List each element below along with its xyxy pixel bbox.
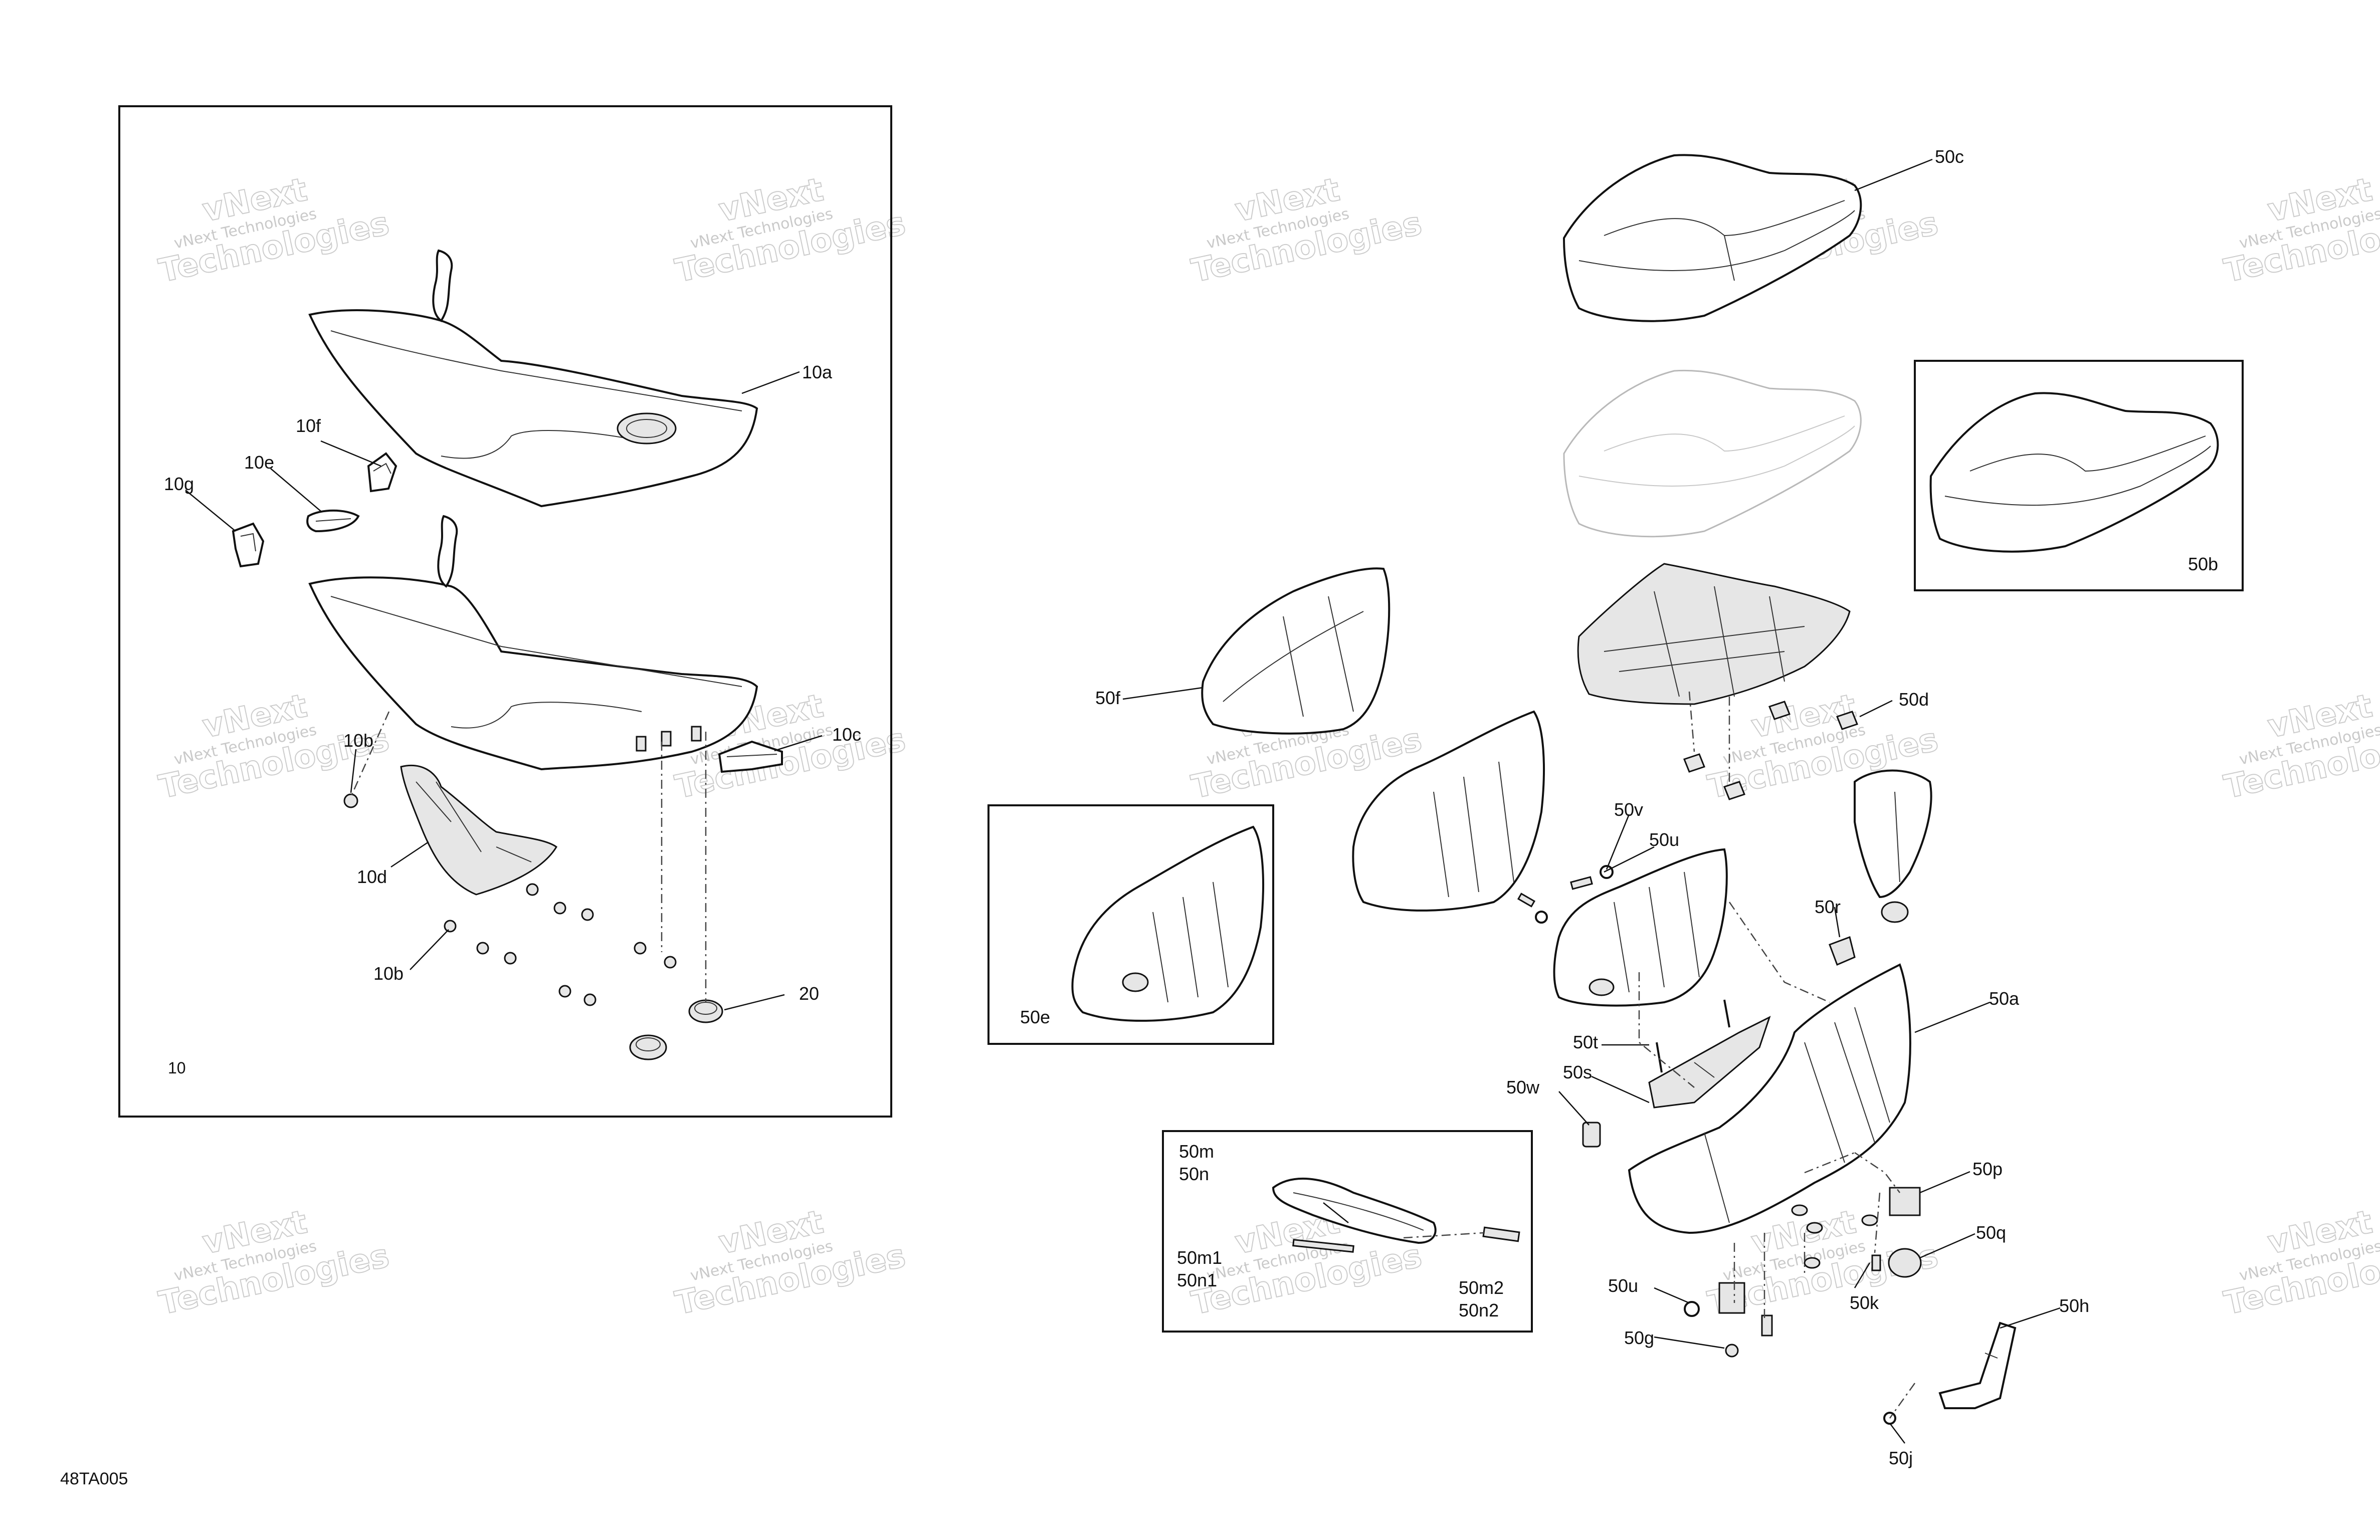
watermark: vNext vNext Technologies Technologies [672, 1203, 909, 1323]
screws-50t [1656, 999, 1730, 1073]
callout-50h: 50h [2059, 1295, 2089, 1316]
callout-10b-top: 10b [343, 730, 373, 751]
callout-50n2: 50n2 [1459, 1300, 1499, 1321]
plate-50s [1648, 1016, 1771, 1109]
lever-50h [1938, 1322, 2017, 1409]
grommets-10b [343, 793, 677, 1006]
callout-50m2: 50m2 [1459, 1277, 1504, 1298]
callout-10a: 10a [802, 362, 833, 382]
handle-50r [1854, 769, 1932, 923]
diagram-code: 48TA005 [60, 1469, 128, 1488]
callout-50m1: 50m1 [1177, 1247, 1222, 1268]
callout-50n: 50n [1179, 1164, 1209, 1184]
callout-50m: 50m [1179, 1141, 1214, 1162]
callout-50g: 50g [1624, 1328, 1654, 1348]
callout-50a: 50a [1989, 988, 2020, 1009]
callouts-left: 10a 10f 10e 10g 10b 10c 10d 10b 20 10 [164, 362, 861, 1077]
seat-cushion-50b [1929, 392, 2219, 553]
callout-10c: 10c [832, 724, 861, 745]
watermark: vNext vNext Technologies Technologies [155, 1203, 393, 1323]
callout-50j: 50j [1889, 1448, 1913, 1468]
clips-50d [1683, 701, 1858, 800]
callout-20: 20 [799, 983, 819, 1004]
option-50m-frame [1162, 1130, 1533, 1333]
watermark: vNext vNext Technologies Technologies [2221, 687, 2380, 807]
callout-50p: 50p [1972, 1159, 2003, 1179]
bracket-10c [718, 740, 783, 773]
option-50b-frame [1914, 360, 2244, 591]
callout-50v: 50v [1614, 799, 1643, 820]
option-50e-frame [987, 804, 1274, 1045]
callout-50n1: 50n1 [1177, 1270, 1217, 1290]
seat-cushion-ghost [1563, 369, 1862, 538]
seat-base [308, 515, 758, 771]
leaders-left [185, 371, 823, 1011]
grab-handle-50m [1272, 1177, 1520, 1253]
pad-10d [400, 764, 557, 896]
callout-10d: 10d [357, 866, 387, 887]
assembly-10-frame [118, 105, 892, 1118]
callout-50u-top: 50u [1649, 829, 1679, 850]
callout-10b-bottom: 10b [373, 963, 404, 984]
backrest-frame [1553, 848, 1728, 1007]
callout-50b: 50b [2188, 554, 2218, 574]
callout-10g: 10g [164, 474, 194, 494]
watermark: vNext vNext Technologies Technologies [1188, 171, 1426, 291]
callouts-right: 50c 50b 50d 50f 50e 50v 50u 50r 50a 50t … [1020, 146, 2218, 1468]
callout-50c: 50c [1935, 146, 1964, 167]
knob-20 [629, 999, 723, 1060]
callout-10e: 10e [244, 452, 274, 473]
callout-50f: 50f [1095, 688, 1121, 708]
assembly-lines-right [1403, 691, 1916, 1419]
backrest-middle [1352, 710, 1545, 912]
callout-50r: 50r [1815, 897, 1841, 917]
spacer-50w [1582, 1122, 1601, 1148]
callout-10f: 10f [296, 415, 321, 436]
callout-50e: 50e [1020, 1007, 1050, 1027]
group-label: 10 [168, 1059, 186, 1077]
backrest-50e [1071, 825, 1264, 1022]
clip-50r [1829, 936, 1856, 966]
clip-10e [306, 509, 360, 533]
seat-cushion-50c [1562, 154, 1862, 322]
assembly-line [350, 711, 390, 797]
watermark: vNext vNext Technologies Technologies [2221, 171, 2380, 291]
callout-50d: 50d [1899, 689, 1929, 710]
clip-10g [232, 522, 265, 568]
clip-10f [367, 452, 398, 493]
callout-50t: 50t [1573, 1032, 1598, 1052]
callout-50u-bottom: 50u [1608, 1275, 1638, 1296]
callout-50s: 50s [1563, 1062, 1592, 1082]
seat-tray-50d [1577, 563, 1851, 705]
callout-50q: 50q [1976, 1222, 2006, 1243]
watermark: vNext vNext Technologies Technologies [2221, 1203, 2380, 1323]
callout-50w: 50w [1506, 1077, 1540, 1097]
watermark: vNext vNext Technologies Technologies [672, 171, 909, 291]
watermark: vNext vNext Technologies Technologies [155, 171, 393, 291]
callout-50k: 50k [1850, 1292, 1879, 1313]
hardware-bottom [1684, 1187, 1922, 1425]
leaders-right [1122, 158, 2061, 1444]
backrest-50f [1201, 567, 1391, 735]
seat-cover-10a [308, 249, 758, 508]
seat-frame-50a [1628, 963, 1911, 1234]
